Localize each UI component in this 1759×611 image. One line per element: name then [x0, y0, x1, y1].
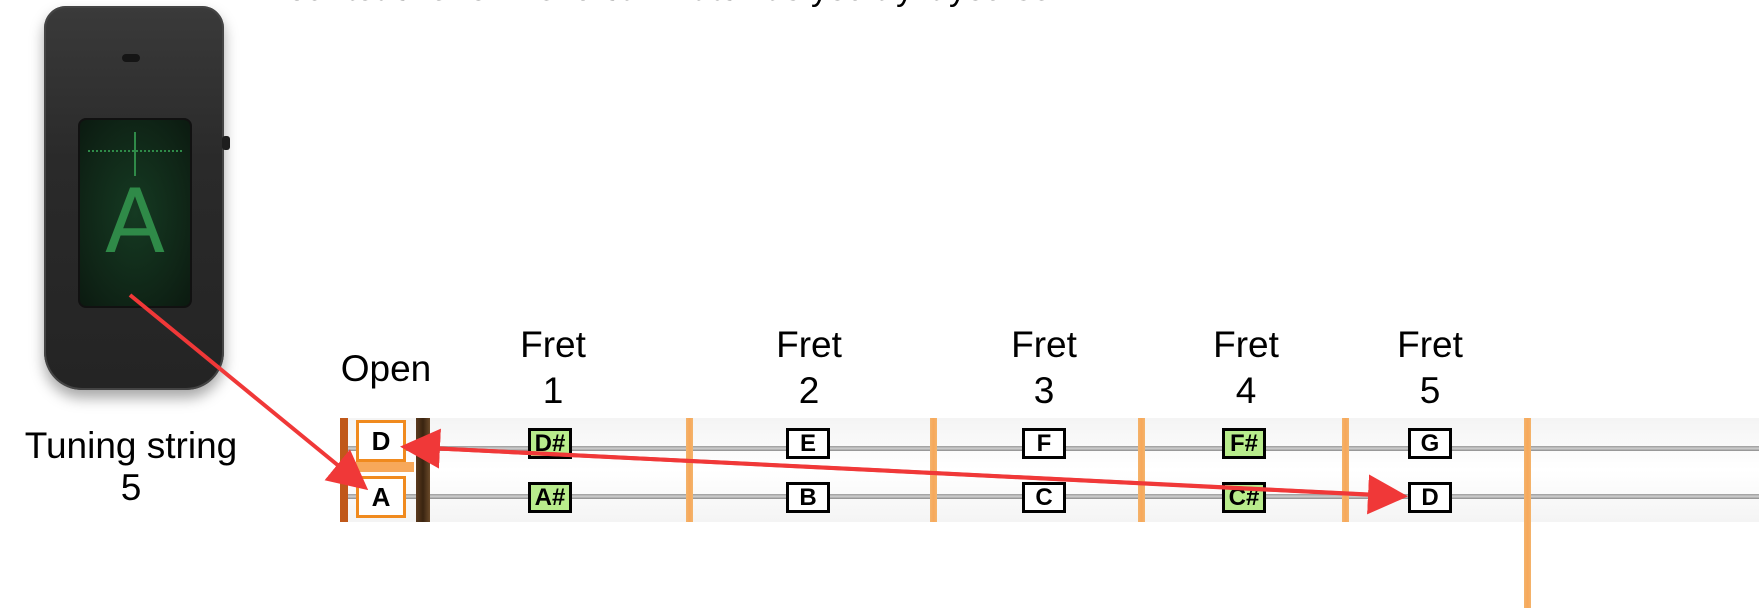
tuner-sensor-dot — [122, 54, 140, 62]
tuner-screen: A — [78, 118, 192, 308]
header-fret-5-word: Fret — [1397, 324, 1463, 365]
arrow-open-d-to-fret5-d — [407, 445, 1408, 515]
header-open: Open — [340, 348, 432, 389]
tuning-string-caption: Tuning string 5 — [0, 425, 262, 509]
header-fret-3-number: 3 — [1033, 370, 1055, 411]
tuner-note-display: A — [104, 170, 166, 273]
fret-wire-2 — [930, 418, 937, 522]
clip-tuner-image: A — [44, 6, 230, 390]
header-fret-2-word: Fret — [776, 324, 842, 365]
header-fret-2-number: 2 — [798, 370, 820, 411]
note-bottom-fret-5: D — [1408, 482, 1452, 513]
note-top-fret-5: G — [1408, 428, 1452, 459]
header-fret-4-number: 4 — [1235, 370, 1257, 411]
open-divider — [352, 462, 414, 472]
tuner-side-button — [222, 136, 230, 150]
note-top-fret-3: F — [1022, 428, 1066, 459]
fret-wire-3 — [1138, 418, 1145, 522]
tuning-caption-line1: Tuning string — [24, 425, 238, 466]
note-top-fret-4: F# — [1222, 428, 1266, 459]
note-bottom-fret-2: B — [786, 482, 830, 513]
header-fret-4-word: Fret — [1213, 324, 1279, 365]
note-open-top: D — [356, 420, 406, 462]
header-fret-3: Fret 3 — [984, 322, 1104, 414]
header-fret-3-word: Fret — [1011, 324, 1077, 365]
fret-wire-1 — [686, 418, 693, 522]
tuning-caption-line2: 5 — [120, 467, 142, 508]
note-bottom-fret-1: A# — [528, 482, 572, 513]
header-fret-5: Fret 5 — [1370, 322, 1490, 414]
note-top-fret-2: E — [786, 428, 830, 459]
header-fret-1-number: 1 — [542, 370, 564, 411]
header-fret-1: Fret 1 — [493, 322, 613, 414]
fret-wire-4 — [1342, 418, 1349, 522]
header-fret-5-number: 5 — [1419, 370, 1441, 411]
note-bottom-fret-3: C — [1022, 482, 1066, 513]
header-fret-1-word: Fret — [520, 324, 586, 365]
header-fret-4: Fret 4 — [1186, 322, 1306, 414]
arrow-tuner-to-open-a — [128, 293, 369, 491]
header-fret-2: Fret 2 — [749, 322, 869, 414]
tuner-needle — [134, 132, 136, 176]
intro-text: Your teacher or friend can watch as you … — [268, 0, 1077, 9]
fret-wire-5 — [1524, 418, 1531, 608]
